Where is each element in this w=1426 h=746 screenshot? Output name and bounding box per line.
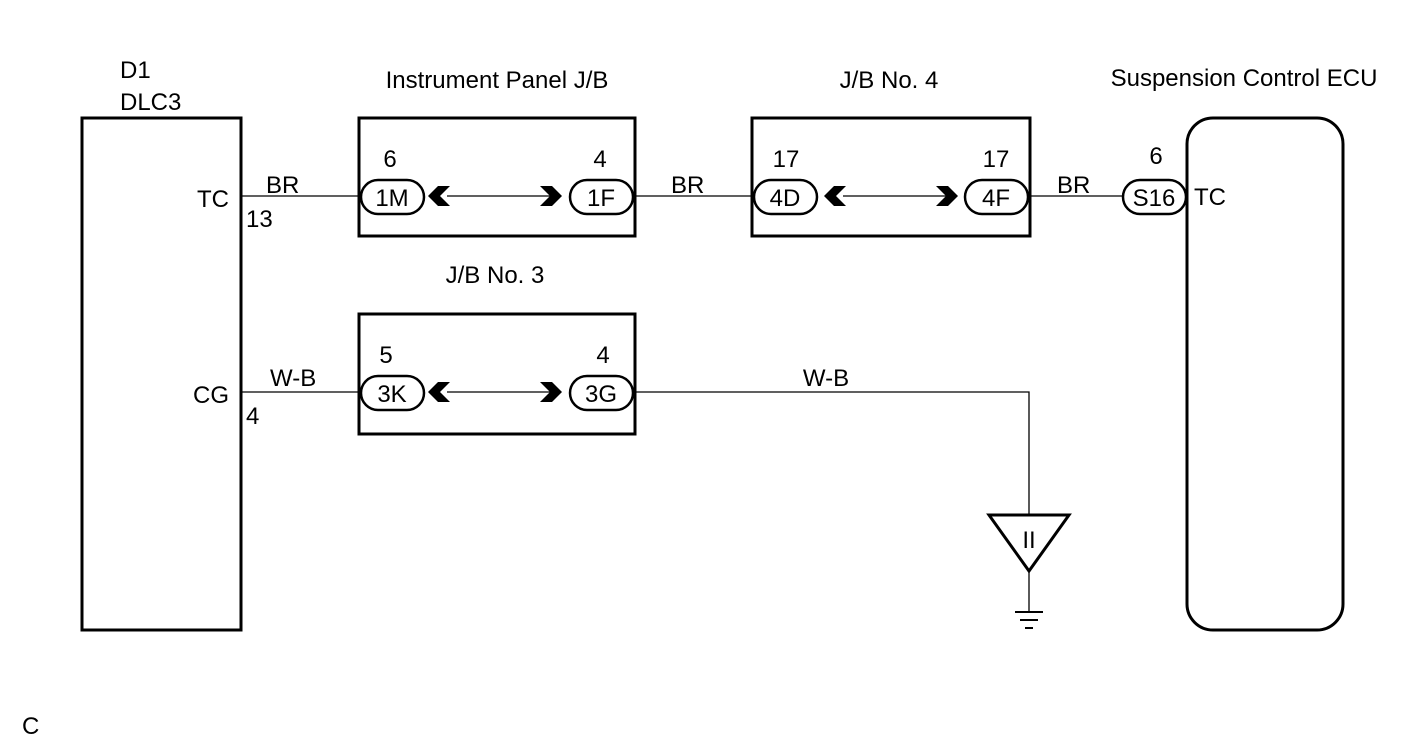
jb-no-3: J/B No. 3 5 3K 4 3G <box>357 262 637 436</box>
ground-point-label: II <box>1022 527 1035 554</box>
jb3-title: J/B No. 3 <box>446 262 545 289</box>
connector-1f <box>568 178 635 216</box>
wire-color-tc-3: BR <box>1057 172 1090 199</box>
ip-jb-right-pin: 4 <box>593 146 606 173</box>
ecu-terminal-tc: TC <box>1194 184 1226 211</box>
connector-1m <box>359 178 426 216</box>
dlc3-pin-cg-number: 4 <box>246 403 259 430</box>
chevron-right-icon <box>540 382 562 402</box>
tc-circuit: BR BR BR <box>241 172 1124 199</box>
ip-jb-box <box>357 116 637 238</box>
dlc3-id: D1 <box>120 57 151 84</box>
connector-3g <box>568 374 635 412</box>
jb3-left-pin: 5 <box>379 342 392 369</box>
jb4-right-pin: 17 <box>983 146 1010 173</box>
jb3-box <box>357 312 637 436</box>
ecu-body <box>1185 116 1345 632</box>
wire-cg-jb3-ground <box>630 391 1030 515</box>
connector-3k <box>359 374 426 412</box>
connector-4d-label: 4D <box>770 185 801 212</box>
instrument-panel-jb: Instrument Panel J/B 6 1M 4 1F <box>357 67 637 238</box>
connector-4f-label: 4F <box>982 185 1010 212</box>
wire-color-tc-1: BR <box>266 172 299 199</box>
dlc3-name: DLC3 <box>120 89 181 116</box>
connector-s16-label: S16 <box>1133 185 1176 212</box>
jb3-right-pin: 4 <box>596 342 609 369</box>
connector-1f-label: 1F <box>587 185 615 212</box>
jb4-left-pin: 17 <box>773 146 800 173</box>
chevron-left-icon <box>428 382 450 402</box>
ground-icon <box>1015 611 1043 629</box>
connector-s16 <box>1121 178 1188 216</box>
jb-no-4: J/B No. 4 17 4D 17 4F <box>750 67 1032 238</box>
jb4-box <box>750 116 1032 238</box>
dlc3-connector: D1 DLC3 TC 13 CG 4 <box>80 57 273 632</box>
wire-color-tc-2: BR <box>671 172 704 199</box>
ecu-title: Suspension Control ECU <box>1111 65 1378 92</box>
ground-point-triangle <box>986 513 1072 574</box>
connector-4f <box>963 178 1030 216</box>
diagram-code: C <box>22 713 39 740</box>
connector-3k-label: 3K <box>377 381 406 408</box>
ip-jb-left-pin: 6 <box>383 146 396 173</box>
cg-circuit: W-B W-B <box>241 365 1030 515</box>
chevron-left-icon <box>824 186 846 206</box>
wire-color-cg-2: W-B <box>803 365 849 392</box>
wire-color-cg-1: W-B <box>270 365 316 392</box>
connector-3g-label: 3G <box>585 381 617 408</box>
ecu-pin-number: 6 <box>1149 143 1162 170</box>
connector-1m-label: 1M <box>375 185 408 212</box>
dlc3-pin-tc-name: TC <box>197 186 229 213</box>
connector-4d <box>752 178 819 216</box>
chevron-right-icon <box>936 186 958 206</box>
suspension-control-ecu: Suspension Control ECU 6 S16 TC <box>1111 65 1378 632</box>
dlc3-pin-cg-name: CG <box>193 382 229 409</box>
chevron-left-icon <box>428 186 450 206</box>
ip-jb-title: Instrument Panel J/B <box>386 67 609 94</box>
jb4-title: J/B No. 4 <box>840 67 939 94</box>
ground-point: II <box>986 513 1072 629</box>
chevron-right-icon <box>540 186 562 206</box>
dlc3-pin-tc-number: 13 <box>246 206 273 233</box>
dlc3-body <box>80 116 243 632</box>
